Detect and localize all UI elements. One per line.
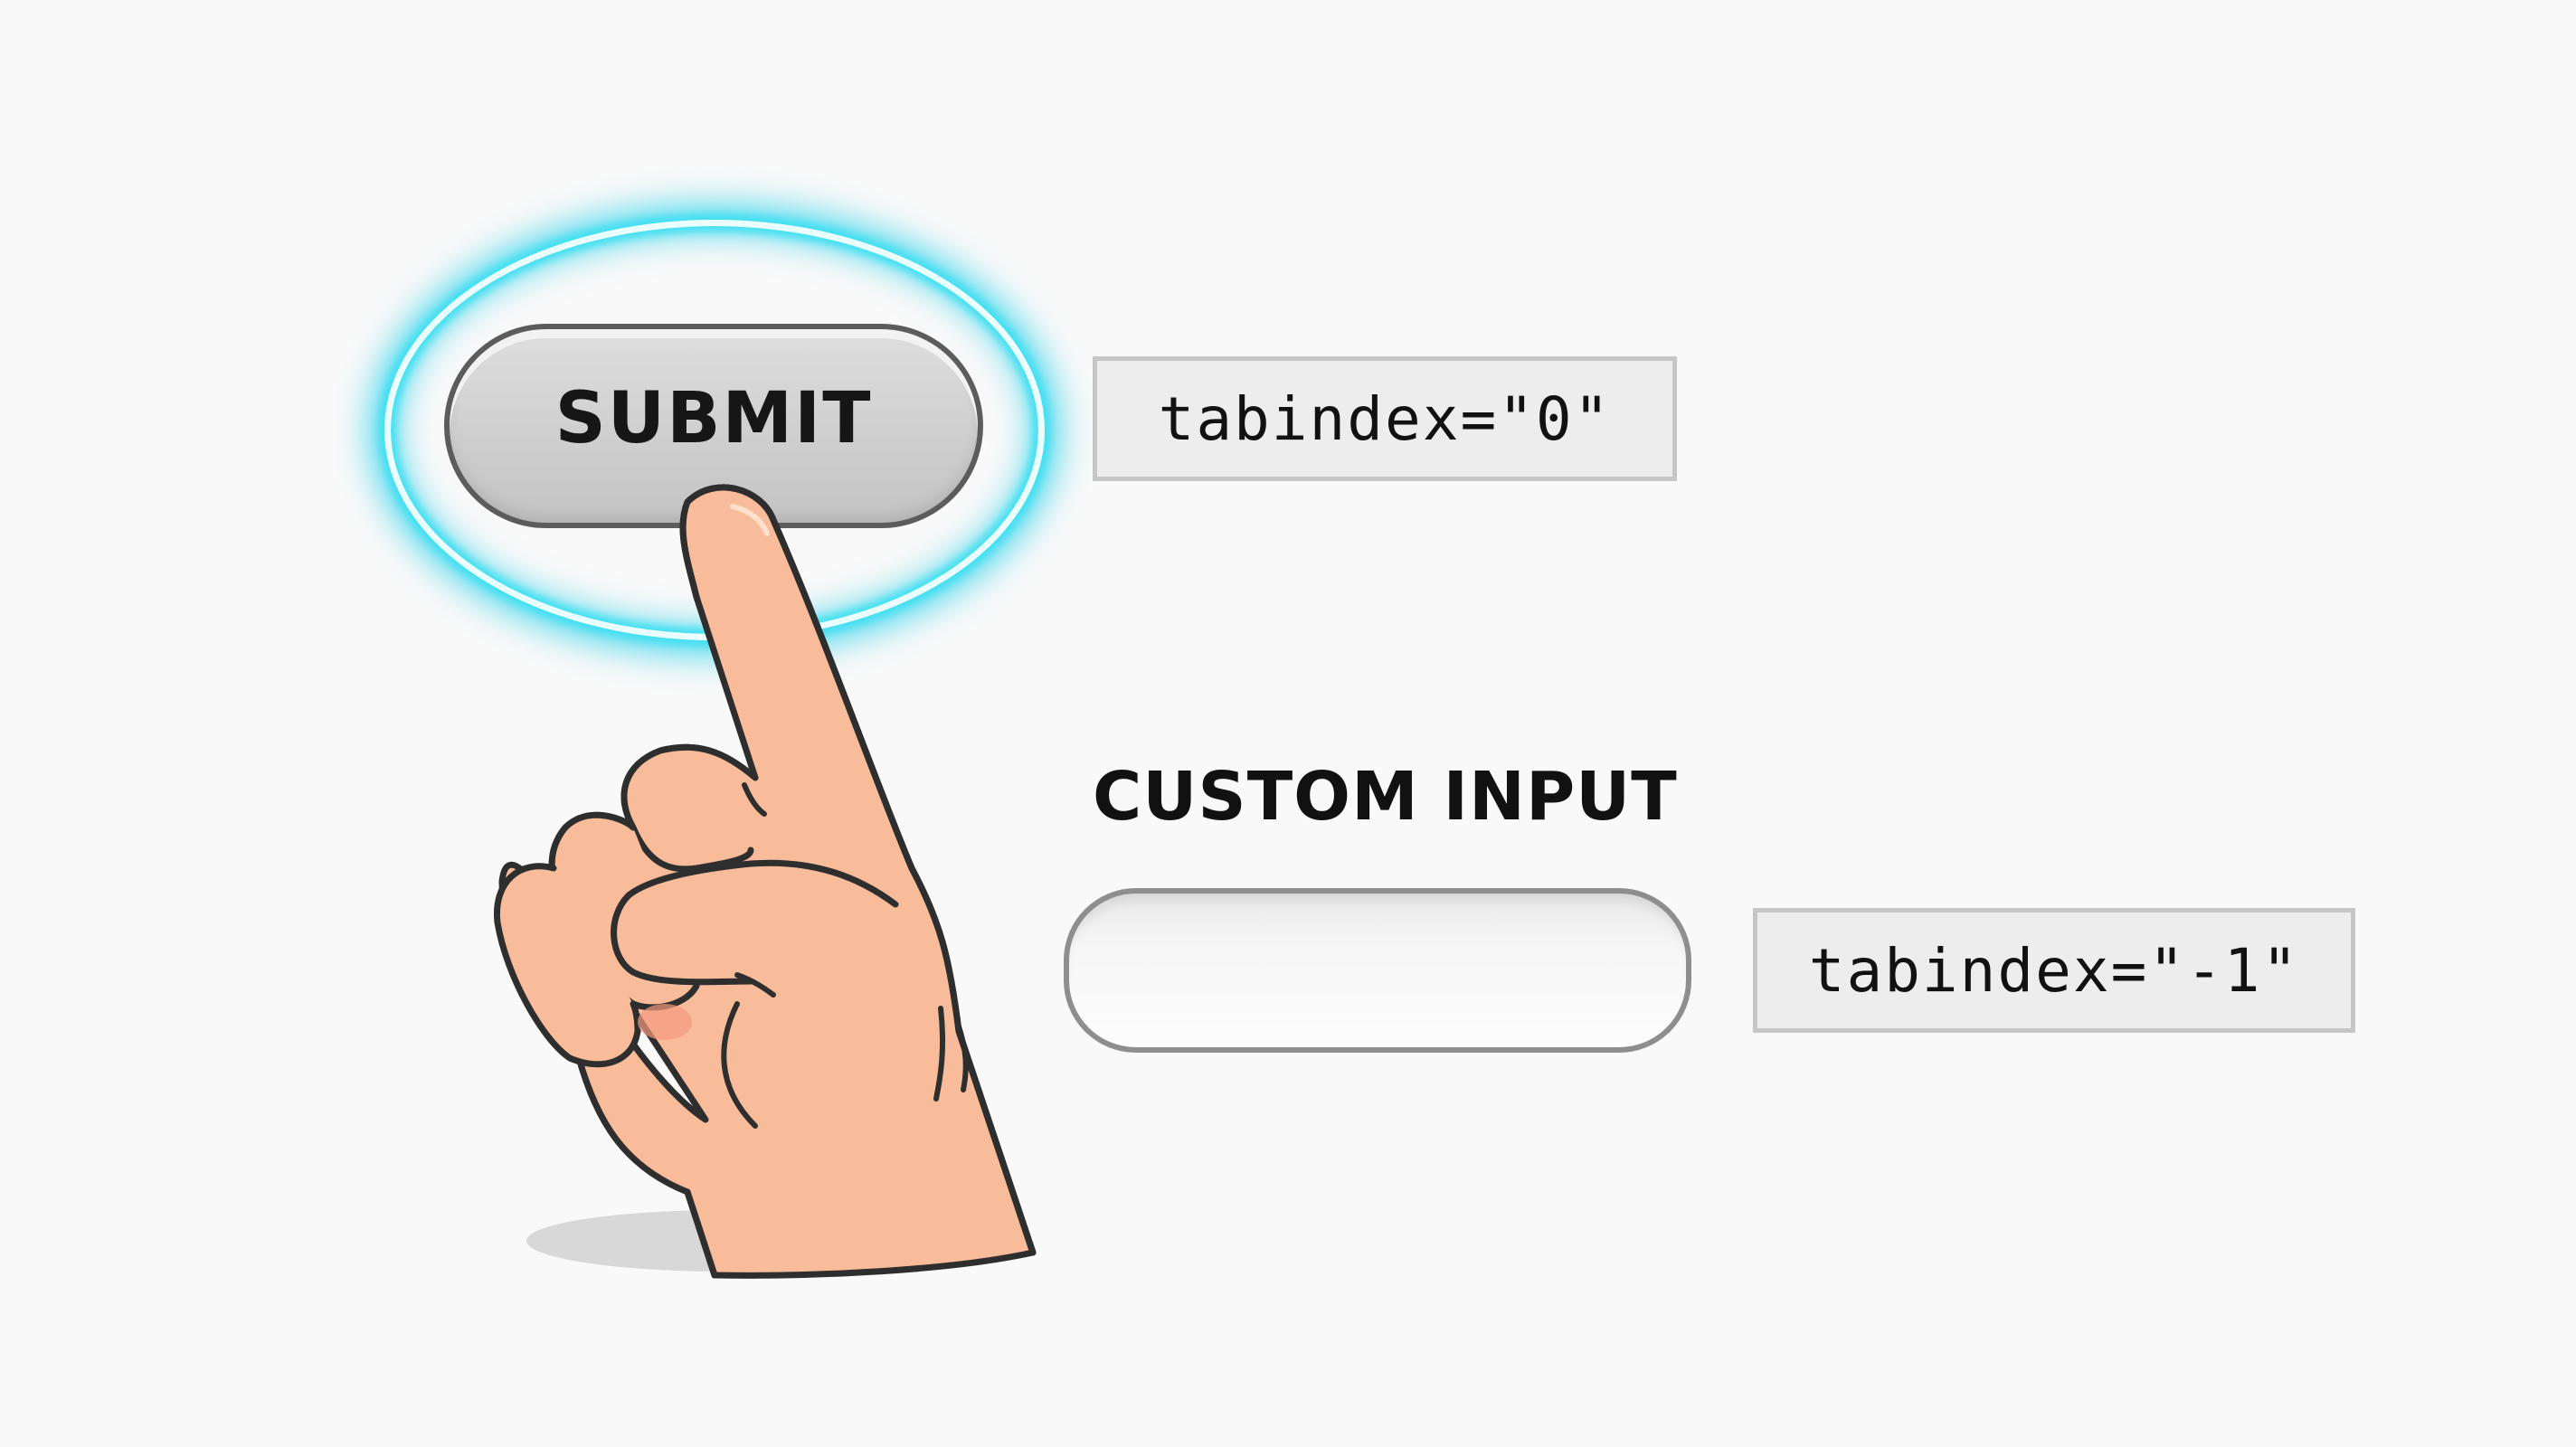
hand-crease-3	[742, 782, 767, 817]
hand-curled-finger-middle	[548, 811, 700, 1011]
hand-crease-4	[933, 1006, 946, 1102]
hand-thumb	[611, 859, 899, 986]
hand-crease-5	[956, 1024, 969, 1092]
hand-crease-2	[721, 1001, 758, 1129]
submit-button-label: SUBMIT	[554, 378, 873, 459]
hand-crease-1	[734, 972, 776, 998]
custom-input-field[interactable]	[1064, 888, 1691, 1053]
custom-input-label: CUSTOM INPUT	[1093, 758, 1678, 836]
custom-input-tabindex-tag: tabindex="-1"	[1753, 908, 2355, 1033]
submit-tabindex-tag: tabindex="0"	[1093, 356, 1677, 481]
hand-shadow	[526, 1210, 921, 1272]
hand-index-finger	[684, 1027, 1037, 1279]
hand-curled-finger-bottom	[493, 863, 641, 1068]
submit-button[interactable]: SUBMIT	[444, 324, 983, 528]
hand-blush	[638, 1004, 692, 1040]
hand-curled-finger-top	[620, 743, 759, 873]
